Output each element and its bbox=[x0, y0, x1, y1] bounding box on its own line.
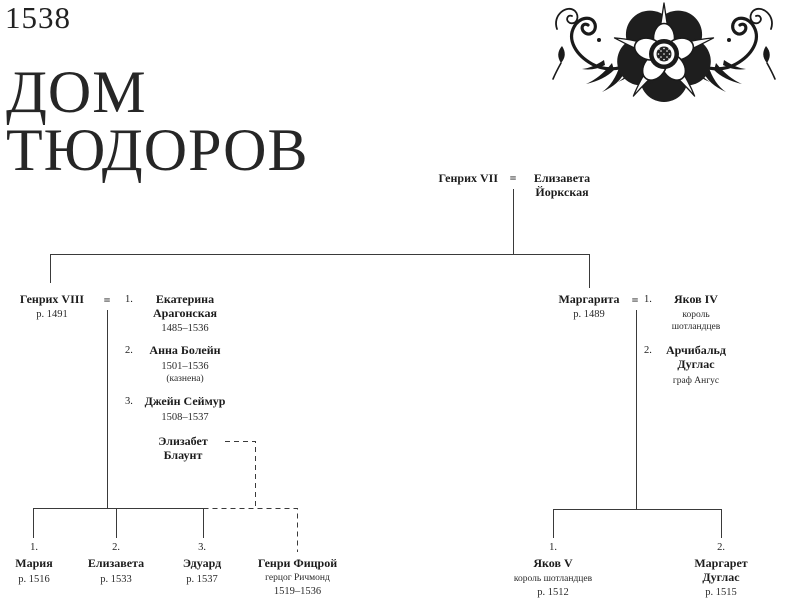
title-note: герцог Ричмонд bbox=[265, 573, 330, 583]
life-dates: 1519–1536 bbox=[273, 586, 322, 597]
birth-year: р. 1512 bbox=[537, 587, 569, 598]
person-james-iv: Яков IV bbox=[674, 292, 718, 306]
title-note: король шотландцев bbox=[671, 310, 721, 332]
wife-number: 1. bbox=[125, 294, 133, 305]
person-anne-boleyn: Анна Болейн bbox=[149, 343, 221, 357]
child-number: 1. bbox=[30, 542, 38, 553]
executed-note: (казнена) bbox=[166, 374, 204, 384]
life-dates: 1485–1536 bbox=[161, 323, 209, 334]
person-henry-fitzroy: Генри Фицрой bbox=[257, 556, 338, 570]
page-title-line1: ДОМ bbox=[6, 59, 147, 125]
person-margaret-tudor: Маргарита р. 1489 bbox=[545, 292, 633, 321]
person-archibald-douglas: Арчибальд Дуглас bbox=[666, 343, 726, 371]
person-elizabeth-blount: Элизабет Блаунт bbox=[158, 434, 208, 462]
husband-number: 1. bbox=[644, 294, 652, 305]
birth-year: р. 1537 bbox=[186, 574, 218, 585]
person-james-v: Яков V bbox=[533, 556, 573, 570]
title-note: король шотландцев bbox=[513, 574, 593, 584]
birth-year: р. 1516 bbox=[18, 574, 50, 585]
person-jane-seymour: Джейн Сеймур bbox=[144, 394, 226, 408]
marriage-equals-henry: = bbox=[103, 293, 111, 307]
wife-number: 2. bbox=[125, 345, 133, 356]
marriage-equals-root: = bbox=[509, 171, 517, 185]
person-henry-viii: Генрих VIII р. 1491 bbox=[8, 292, 96, 321]
person-elizabeth: Елизавета bbox=[87, 556, 145, 570]
birth-year: р. 1491 bbox=[36, 309, 68, 320]
year-label: 1538 bbox=[5, 0, 71, 35]
marriage-equals-margaret: = bbox=[631, 293, 639, 307]
child-number: 2. bbox=[717, 542, 725, 553]
child-number: 1. bbox=[549, 542, 557, 553]
person-elizabeth-of-york: Елизавета Йоркская bbox=[533, 171, 591, 199]
wife-number: 3. bbox=[125, 396, 133, 407]
life-dates: 1501–1536 bbox=[161, 361, 209, 372]
child-number: 2. bbox=[112, 542, 120, 553]
page-title-line2: ТЮДОРОВ bbox=[6, 117, 309, 183]
page-title: ДОМ ТЮДОРОВ bbox=[6, 59, 309, 183]
birth-year: р. 1533 bbox=[100, 574, 132, 585]
child-number: 3. bbox=[198, 542, 206, 553]
birth-year: р. 1489 bbox=[573, 309, 605, 320]
person-margaret-douglas: Маргарет Дуглас bbox=[694, 556, 748, 584]
person-edward: Эдуард bbox=[182, 556, 222, 570]
person-catherine-of-aragon: Екатерина Арагонская bbox=[153, 292, 217, 320]
title-note: граф Ангус bbox=[672, 376, 720, 386]
husband-number: 2. bbox=[644, 345, 652, 356]
person-mary: Мария bbox=[15, 556, 53, 570]
tudor-rose-ornament-icon bbox=[551, 2, 777, 102]
birth-year: р. 1515 bbox=[705, 587, 737, 598]
life-dates: 1508–1537 bbox=[161, 412, 209, 423]
person-henry-vii: Генрих VII bbox=[438, 171, 498, 185]
